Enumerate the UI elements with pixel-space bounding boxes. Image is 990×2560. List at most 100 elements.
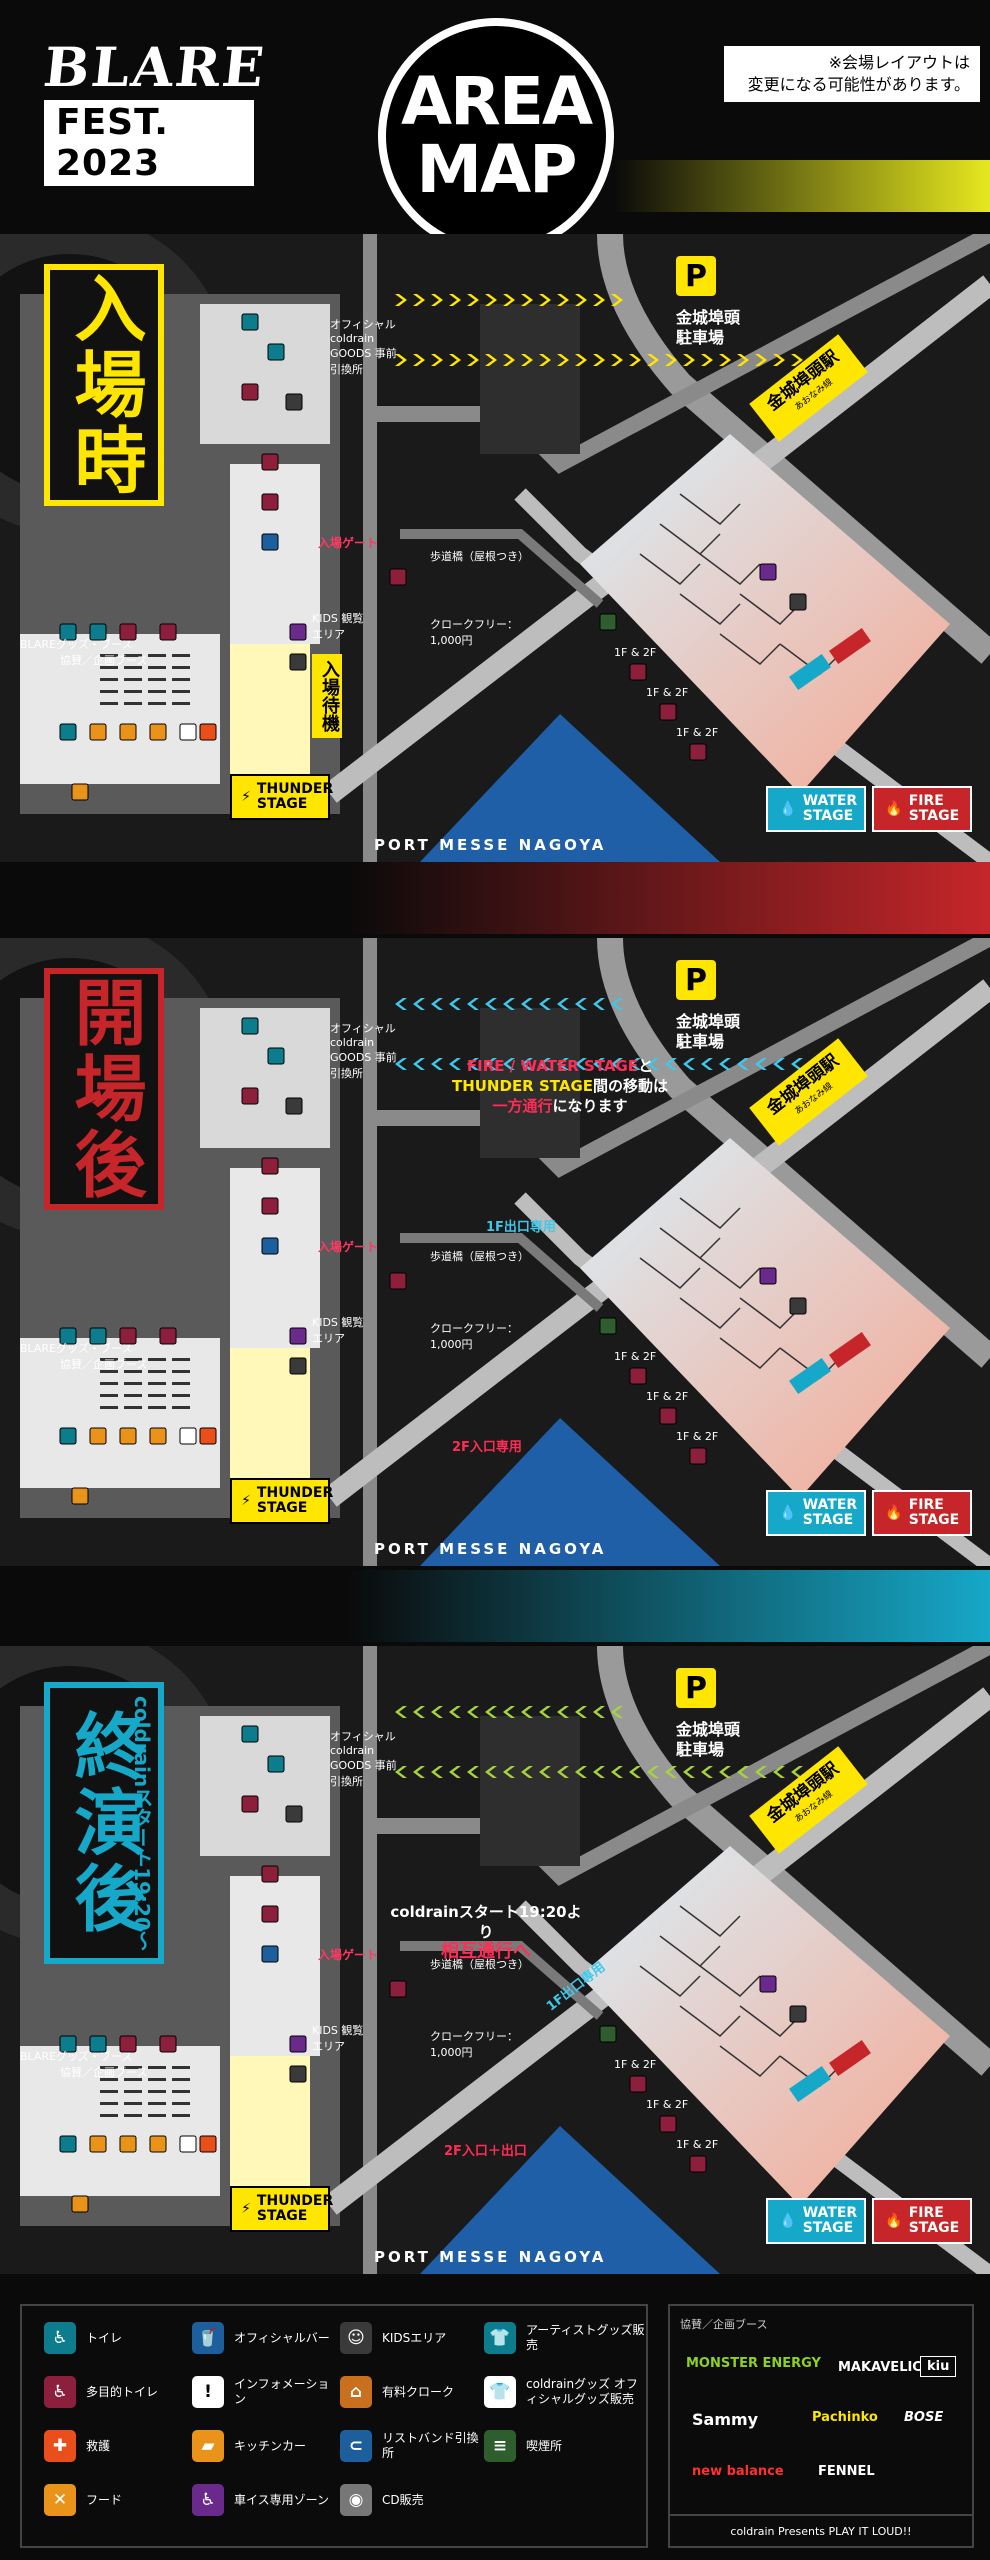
- map-icon-marker: [759, 1975, 777, 1993]
- smoking-icon: ≡: [484, 2430, 516, 2462]
- official-goods-label: オフィシャル coldrain GOODS 事前引換所: [330, 1022, 397, 1080]
- map-icon-marker: [389, 568, 407, 586]
- official-goods-label: オフィシャル coldrain GOODS 事前引換所: [330, 1730, 397, 1788]
- legend-item: 👕coldrainグッズ オフィシャルグッズ販売: [484, 2376, 646, 2408]
- legend-label: 車イス専用ゾーン: [234, 2492, 330, 2507]
- map-icon-marker: [285, 1805, 303, 1823]
- map-icon-marker: [89, 2135, 107, 2153]
- map-icon-marker: [119, 2135, 137, 2153]
- map-icon-marker: [159, 623, 177, 641]
- map-icon-marker: [599, 613, 617, 631]
- map-icon-marker: [289, 2035, 307, 2053]
- flow-arrows: [395, 1706, 803, 1778]
- legend: ♿トイレ🥤オフィシャルバー☺KIDSエリア👕アーティストグッズ販売♿多目的トイレ…: [20, 2304, 648, 2548]
- tshirt-icon: 👕: [484, 2322, 516, 2354]
- parking-label: 金城埠頭 駐車場: [676, 1720, 740, 1760]
- entry-wait-label: 入場待機: [312, 654, 342, 738]
- map-icon-marker: [241, 1725, 259, 1743]
- legend-item: !インフォメーション: [192, 2376, 334, 2408]
- water-area: [420, 714, 720, 862]
- water-drop-icon: 💧: [779, 2212, 797, 2229]
- layout-notice: ※会場レイアウトは 変更になる可能性があります。: [724, 46, 980, 102]
- map-icon-marker: [199, 1427, 217, 1445]
- map-icon-marker: [789, 2005, 807, 2023]
- map-icon-marker: [89, 2035, 107, 2053]
- stage-zone: [580, 1138, 950, 1498]
- parking-label-2: 駐車場: [676, 328, 725, 347]
- wristband-icon: ⊂: [340, 2430, 372, 2462]
- legend-label: キッチンカー: [234, 2438, 307, 2453]
- map-icon-marker: [199, 723, 217, 741]
- water-drop-icon: 💧: [779, 800, 797, 817]
- map-icon-marker: [389, 1272, 407, 1290]
- drink-icon: 🥤: [192, 2322, 224, 2354]
- legend-item: ✕ フード: [44, 2484, 186, 2516]
- map-icon-marker: [261, 493, 279, 511]
- map-icon-marker: [267, 1047, 285, 1065]
- hall-lower: [20, 634, 220, 784]
- legend-item: ⌂有料クローク: [340, 2376, 482, 2408]
- note-stage-names: FIRE / WATER STAGE: [466, 1057, 639, 1075]
- sponsor-kiu: kiu: [920, 2356, 957, 2377]
- sponsor-newbalance: new balance: [692, 2464, 784, 2479]
- phase-badge: 開場後: [44, 968, 164, 1210]
- fire-stage-label: 🔥FIRE STAGE: [872, 2198, 972, 2244]
- map-icon-marker: [289, 1357, 307, 1375]
- hall-middle: [230, 1168, 320, 1348]
- flame-icon: 🔥: [885, 1504, 903, 1521]
- parking-sign: P: [676, 256, 716, 296]
- legend-label: フード: [86, 2492, 123, 2507]
- map-icon-marker: [289, 2065, 307, 2083]
- legend-item: 🥤オフィシャルバー: [192, 2322, 334, 2354]
- title-line-1: AREA: [400, 63, 593, 140]
- map-icon-marker: [261, 1945, 279, 1963]
- map-icon-marker: [59, 2035, 77, 2053]
- legend-label: 救護: [86, 2438, 111, 2453]
- legend-label: CD販売: [382, 2492, 424, 2507]
- phase-badge: 終演後: [44, 1682, 164, 1964]
- map-icon-marker: [261, 533, 279, 551]
- hall-lower: [20, 1338, 220, 1488]
- legend-item: ☺KIDSエリア: [340, 2322, 482, 2354]
- map-icon-marker: [389, 1980, 407, 1998]
- parking-label-2: 駐車場: [676, 1740, 725, 1759]
- map-icon-marker: [179, 1427, 197, 1445]
- lightning-icon: ⚡: [241, 788, 251, 805]
- map-icon-marker: [59, 2135, 77, 2153]
- area-map-title: AREA MAP: [378, 18, 614, 254]
- accent-bar-yellow: [614, 160, 990, 212]
- wheelchair-icon: ♿: [192, 2484, 224, 2516]
- map-icon-marker: [789, 1297, 807, 1315]
- parking-structure: [480, 1008, 580, 1158]
- sponsor-box: 協賛／企画ブース MONSTER ENERGY MAKAVELIC kiu Sa…: [668, 2304, 974, 2548]
- stage-zone: [580, 434, 950, 794]
- walkway-label: 歩道橋（屋根つき）: [430, 550, 529, 563]
- parking-structure: [480, 1716, 580, 1866]
- cloak-label: クロークフリー：1,000円: [430, 2030, 518, 2059]
- map-icon-marker: [659, 1407, 677, 1425]
- floor-label-1: 1F & 2F: [614, 646, 657, 659]
- hall-upper: [200, 1008, 330, 1148]
- parking-label: 金城埠頭 駐車場: [676, 308, 740, 348]
- map-icon-marker: [659, 2115, 677, 2133]
- goods-icon: 👕: [484, 2376, 516, 2408]
- legend-item: ✚救護: [44, 2430, 186, 2462]
- legend-item: ⊂リストバンド引換所: [340, 2430, 482, 2462]
- map-icon-marker: [71, 2195, 89, 2213]
- map-icon-marker: [71, 783, 89, 801]
- logo-sub-text: FEST. 2023: [44, 100, 254, 186]
- map-icon-marker: [241, 1795, 259, 1813]
- thunder-stage-label: ⚡THUNDER STAGE: [230, 2186, 333, 2232]
- map-icon-marker: [89, 623, 107, 641]
- map-icon-marker: [261, 1237, 279, 1255]
- official-goods-label: オフィシャル coldrain GOODS 事前引換所: [330, 318, 397, 376]
- legend-item: ♿多目的トイレ: [44, 2376, 186, 2408]
- map-icon-marker: [285, 393, 303, 411]
- sponsor-pachinko: Pachinko: [812, 2410, 878, 2425]
- map-icon-marker: [261, 1865, 279, 1883]
- food-icon: ✕: [44, 2484, 76, 2516]
- floor-label-1: 1F & 2F: [614, 1350, 657, 1363]
- note-one-way: 一方通行: [492, 1097, 553, 1115]
- info-icon: !: [192, 2376, 224, 2408]
- fire-stage-label: 🔥FIRE STAGE: [872, 1490, 972, 1536]
